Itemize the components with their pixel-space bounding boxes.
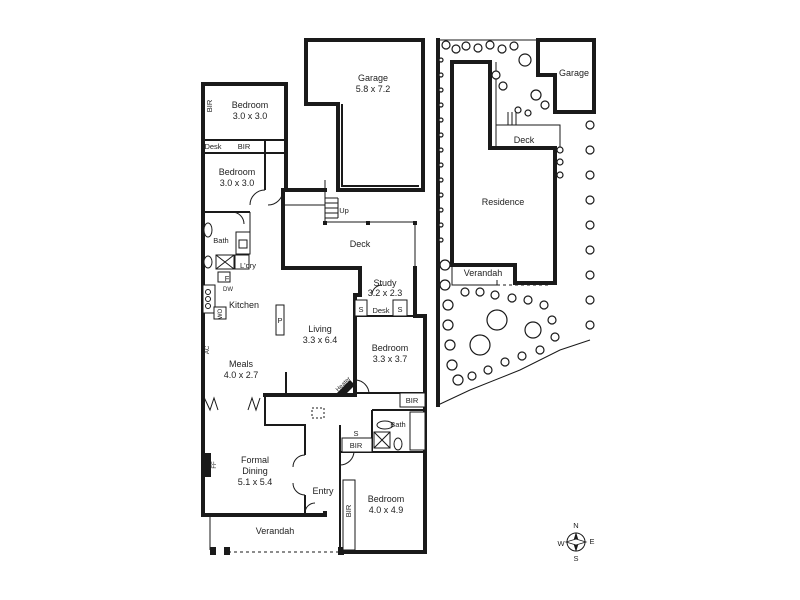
label-study-s2: S (397, 305, 402, 314)
compass-w: W (557, 539, 565, 548)
door-swings (202, 189, 383, 514)
label-study: Study (373, 278, 397, 288)
label-desk-2: Desk (372, 306, 389, 315)
site-label-deck: Deck (514, 135, 535, 145)
label-dw: DW (223, 287, 233, 293)
label-formal: Formal (241, 455, 269, 465)
room-labels: Bedroom 3.0 x 3.0 BIR Desk BIR Bedroom 3… (204, 73, 418, 536)
label-entry: Entry (312, 486, 334, 496)
label-bedroom-w2: Bedroom (219, 167, 256, 177)
label-study-s1: S (358, 305, 363, 314)
label-bedroom-nw-size: 3.0 x 3.0 (233, 111, 268, 121)
label-deck: Deck (350, 239, 371, 249)
label-bedroom-nw: Bedroom (232, 100, 269, 110)
site-plan: Garage Deck Residence Verandah (436, 38, 596, 407)
compass: N S E W (557, 521, 594, 563)
label-up: Up (339, 206, 349, 215)
label-bath-e: Bath (390, 420, 405, 429)
label-bedroom-se-size: 4.0 x 4.9 (369, 505, 404, 515)
label-bedroom-w2-size: 3.0 x 3.0 (220, 178, 255, 188)
label-bir-5: BIR (344, 504, 353, 517)
label-ldry: L'dry (240, 261, 256, 270)
label-bedroom-e: Bedroom (372, 343, 409, 353)
label-garage-size: 5.8 x 7.2 (356, 84, 391, 94)
site-label-garage: Garage (559, 68, 589, 78)
label-desk-1: Desk (204, 142, 221, 151)
label-wo: WO (218, 309, 224, 320)
compass-e: E (589, 537, 594, 546)
label-garage: Garage (358, 73, 388, 83)
label-meals-size: 4.0 x 2.7 (224, 370, 259, 380)
label-bedroom-se: Bedroom (368, 494, 405, 504)
label-pantry: P (277, 316, 282, 325)
label-study-size: 3.2 x 2.3 (368, 288, 403, 298)
label-s-hall: S (353, 429, 358, 438)
label-f: F (225, 274, 230, 283)
compass-n: N (573, 521, 578, 530)
label-living-size: 3.3 x 6.4 (303, 335, 338, 345)
label-bir-4: BIR (350, 441, 363, 450)
label-ff: FF (212, 461, 218, 469)
label-meals: Meals (229, 359, 254, 369)
label-ac: AC (205, 345, 211, 354)
house-walls (201, 82, 427, 555)
label-bedroom-e-size: 3.3 x 3.7 (373, 354, 408, 364)
compass-s: S (573, 554, 578, 563)
garage-structure (304, 38, 425, 192)
label-bir-3: BIR (406, 396, 419, 405)
label-verandah: Verandah (256, 526, 295, 536)
label-bir-2: BIR (238, 142, 251, 151)
site-label-verandah: Verandah (464, 268, 503, 278)
site-label-residence: Residence (482, 197, 525, 207)
label-living: Living (308, 324, 332, 334)
site-shrubs (438, 40, 595, 386)
label-dining: Dining (242, 466, 268, 476)
label-dining-size: 5.1 x 5.4 (238, 477, 273, 487)
deck-structure (283, 180, 417, 268)
fixtures (202, 222, 426, 551)
label-bath-w: Bath (213, 236, 228, 245)
label-bir-1: BIR (205, 99, 214, 112)
label-kitchen: Kitchen (229, 300, 259, 310)
